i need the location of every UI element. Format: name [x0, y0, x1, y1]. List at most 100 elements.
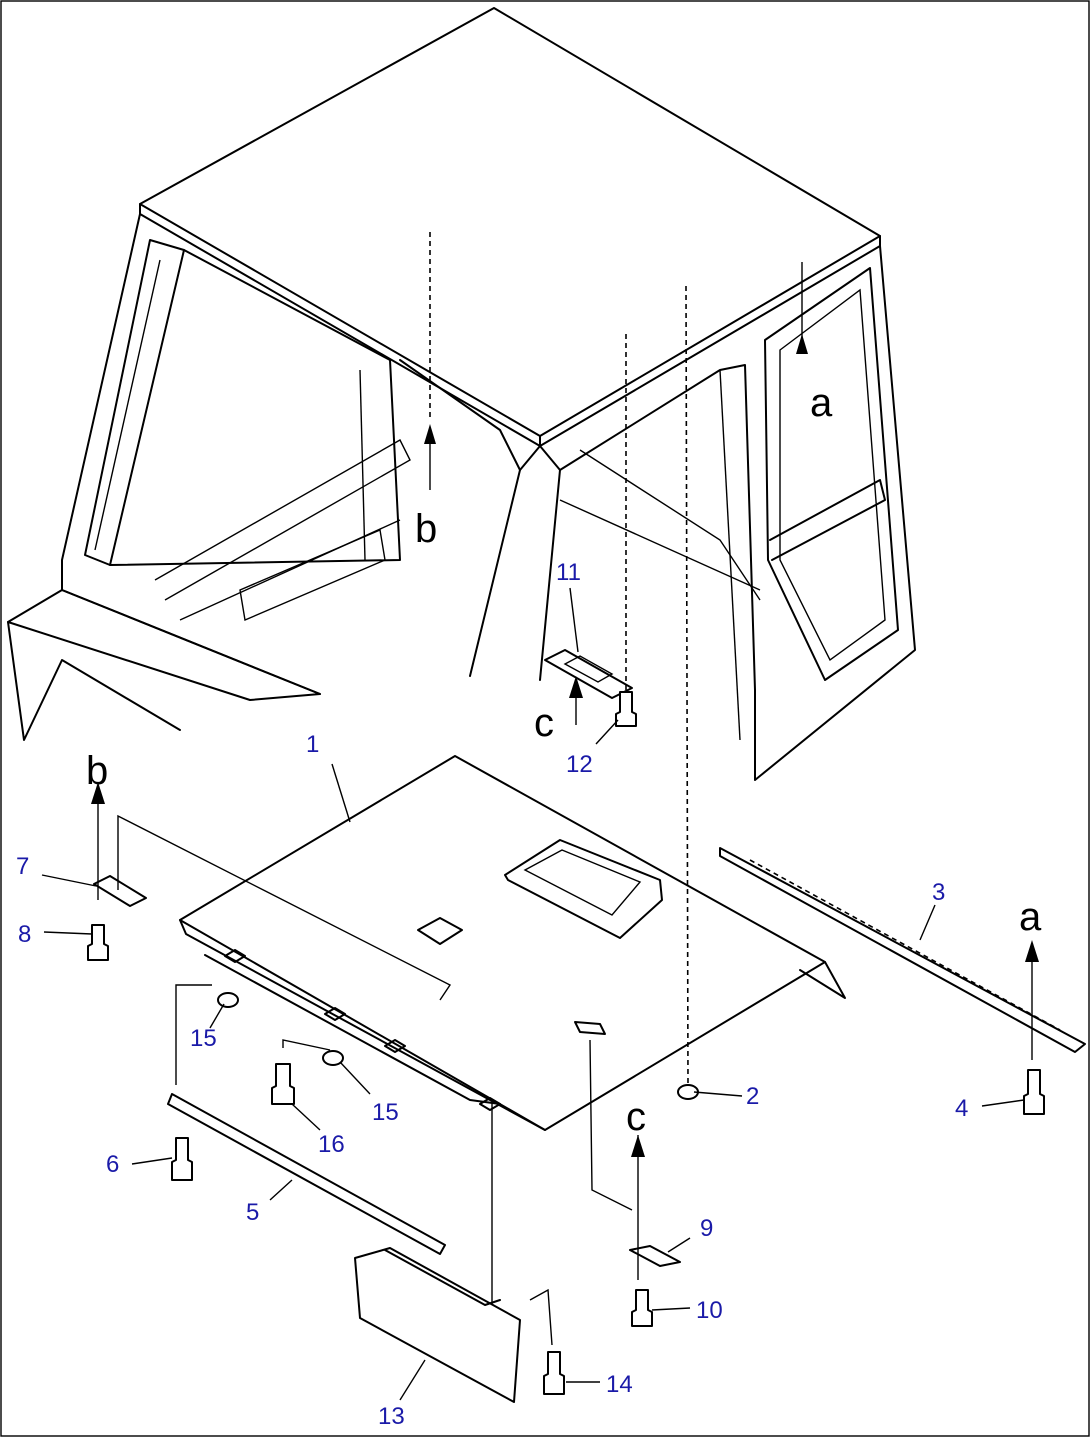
callout-leaders: [41, 587, 1025, 1401]
floor-hatch-opening: [504, 839, 663, 939]
floor-tab: [574, 1021, 606, 1035]
callout-1: 1: [306, 731, 319, 758]
roof-front-edge: [139, 203, 541, 447]
callout-8: 8: [18, 921, 31, 948]
cover-plate-13: [354, 1247, 521, 1403]
leader-callout-10: [651, 1307, 691, 1311]
leader-callout-16: [291, 1103, 321, 1131]
callout-14: 14: [606, 1371, 633, 1398]
fasteners: [87, 691, 1045, 1395]
right-rail: [769, 479, 886, 561]
floor-plate-front-lip: [179, 919, 546, 1131]
washer-15-left: [217, 992, 239, 1008]
front-pillar-left: [469, 445, 541, 677]
cover-hinge: [384, 1249, 501, 1306]
cab-assembly: [7, 7, 916, 781]
arrow-head-b-top: [424, 424, 436, 444]
arrow-heads: [91, 334, 1039, 1157]
leader-callout-7: [41, 874, 97, 887]
callout-7: 7: [16, 853, 29, 880]
leader-6: [175, 984, 212, 1085]
callout-15b: 15: [372, 1099, 399, 1126]
bolt-14: [543, 1351, 565, 1395]
leader-callout-12: [595, 719, 619, 745]
leader-7: [117, 814, 452, 1001]
pedal-slot: [417, 917, 463, 945]
callout-12: 12: [566, 751, 593, 778]
left-fender-top: [7, 589, 321, 701]
bracket-11-slot: [563, 655, 614, 683]
bracket-11: [544, 649, 633, 699]
washer-9: [629, 1245, 681, 1267]
bolt-10: [631, 1289, 653, 1327]
view-letters: a a b b c c: [86, 381, 1042, 1139]
floor-plate-lower-flange: [204, 954, 501, 1105]
bolt-8: [87, 924, 109, 961]
view-mark-a-bottom: a: [1019, 895, 1042, 939]
right-window-inner: [779, 288, 886, 662]
view-mark-c-top: c: [534, 701, 554, 745]
callout-4: 4: [955, 1095, 968, 1122]
leader-16: [282, 1039, 331, 1051]
callout-10: 10: [696, 1297, 723, 1324]
interior-post-1: [359, 369, 366, 561]
leader-callout-1: [331, 763, 351, 823]
strip-plate-3: [719, 847, 1086, 1053]
view-mark-c-bottom: c: [626, 1095, 646, 1139]
inner-beam: [399, 359, 521, 471]
callout-16: 16: [318, 1131, 345, 1158]
assembly-lines: [97, 232, 1033, 1346]
leader-callout-6: [131, 1157, 173, 1165]
callout-numbers: 1 2 3 4 5 6 7 8 9 10 11 12 13 14 15 15 1…: [16, 559, 968, 1430]
rear-pillar: [559, 364, 756, 691]
leader-callout-13: [399, 1359, 426, 1401]
callout-3: 3: [932, 879, 945, 906]
callout-2: 2: [746, 1083, 759, 1110]
arrow-head-c-bottom: [631, 1135, 645, 1157]
view-mark-b-top: b: [415, 507, 437, 551]
floor-bolt-holes: [224, 949, 501, 1111]
leader-callout-9: [667, 1237, 691, 1253]
leader-14: [529, 1288, 553, 1346]
view-mark-b-bottom: b: [86, 749, 108, 793]
strip-plate-5: [167, 1093, 446, 1255]
left-window-inner: [109, 249, 401, 566]
floor-plate: [179, 755, 846, 1131]
leader-callout-2: [693, 1091, 743, 1097]
washer-7: [93, 875, 147, 907]
center-line-2: [685, 285, 689, 1086]
view-mark-a-top: a: [810, 381, 833, 425]
arrow-head-a-top: [796, 334, 808, 354]
leader-9: [589, 1039, 633, 1211]
floor-edge-right: [559, 499, 761, 591]
callout-9: 9: [700, 1215, 713, 1242]
cab-roof: [139, 7, 881, 437]
floor-plate-right-flange: [799, 961, 846, 999]
arrow-head-b-bottom: [91, 782, 105, 804]
callout-13: 13: [378, 1403, 405, 1430]
right-window-frame: [764, 267, 899, 681]
floor-hatch-inner: [523, 849, 642, 916]
arrow-head-a-bottom: [1025, 940, 1039, 962]
interior-beam-1: [154, 439, 411, 601]
leader-callout-15a: [209, 1003, 225, 1029]
interior-seat-base: [239, 529, 386, 621]
arrow-head-c-top: [569, 676, 583, 698]
leader-callout-4: [981, 1099, 1025, 1107]
left-window-frame: [84, 239, 185, 566]
callout-6: 6: [106, 1151, 119, 1178]
callout-11: 11: [556, 559, 581, 586]
cab-right-side: [754, 245, 916, 781]
callout-15a: 15: [190, 1025, 217, 1052]
bolt-16: [271, 1063, 295, 1105]
strip-plate-3-holes: [749, 859, 1061, 1031]
washer-15-right: [322, 1050, 344, 1066]
leader-callout-15b: [339, 1061, 371, 1095]
leader-callout-8: [43, 931, 93, 935]
leader-callout-11: [569, 587, 579, 653]
leader-callout-5: [269, 1179, 293, 1201]
left-window-edge: [94, 259, 161, 551]
